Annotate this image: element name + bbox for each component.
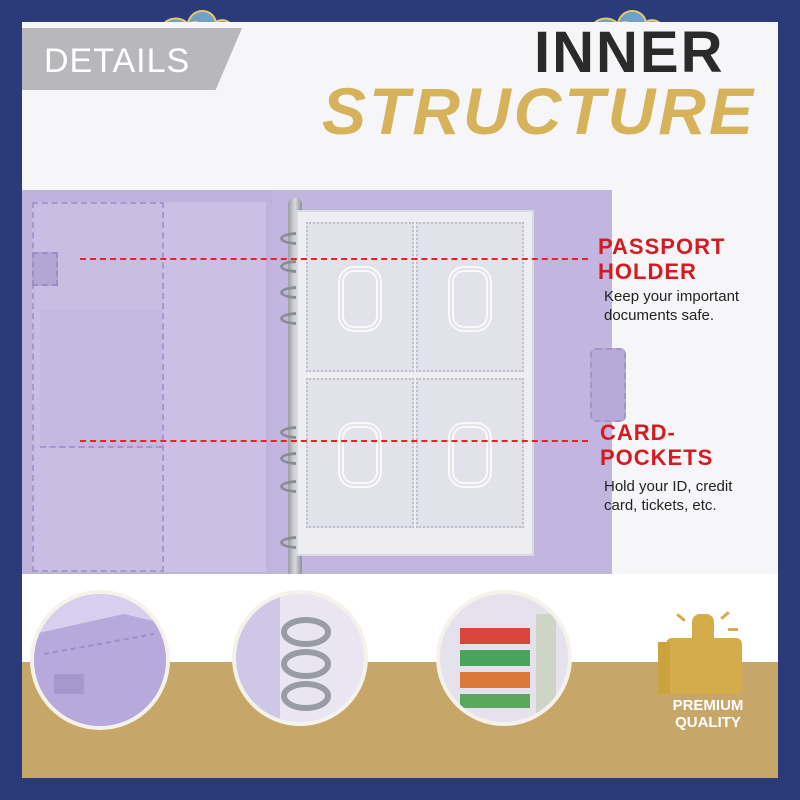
rings-closeup <box>236 594 364 722</box>
sheet-pocket <box>416 378 524 528</box>
card-slot <box>40 378 162 414</box>
callout-description: Hold your ID, credit card, tickets, etc. <box>604 478 733 514</box>
content-area: DETAILS INNER STRUCTURE <box>22 22 778 778</box>
callout-description: Keep your important documents safe. <box>604 288 740 324</box>
pocket-sheet <box>296 210 534 556</box>
pen-loop <box>32 252 58 286</box>
details-label: DETAILS <box>44 42 191 80</box>
title-line-2: STRUCTURE <box>322 74 756 148</box>
callout-title: PASSPORT HOLDER <box>598 234 726 285</box>
sheet-pocket <box>416 222 524 372</box>
details-tab: DETAILS <box>22 28 242 90</box>
stitching-closeup <box>34 594 166 726</box>
snap-strap <box>590 348 626 422</box>
guide-line <box>80 440 588 442</box>
badge-text: PREMIUM QUALITY <box>672 697 744 731</box>
title-line-1: INNER <box>534 22 725 85</box>
callout-title: CARD- POCKETS <box>600 420 714 471</box>
sheet-pocket <box>306 378 414 528</box>
premium-quality-badge: PREMIUM QUALITY <box>658 608 758 748</box>
side-pocket <box>162 202 266 572</box>
card-slot <box>40 344 162 380</box>
guide-line <box>80 258 588 260</box>
card-pockets-closeup <box>440 594 568 722</box>
card-slot <box>40 310 162 346</box>
sheet-pocket <box>306 222 414 372</box>
binder-photo <box>22 190 626 585</box>
card-slot <box>40 412 162 448</box>
binder-left-cover <box>22 190 272 585</box>
